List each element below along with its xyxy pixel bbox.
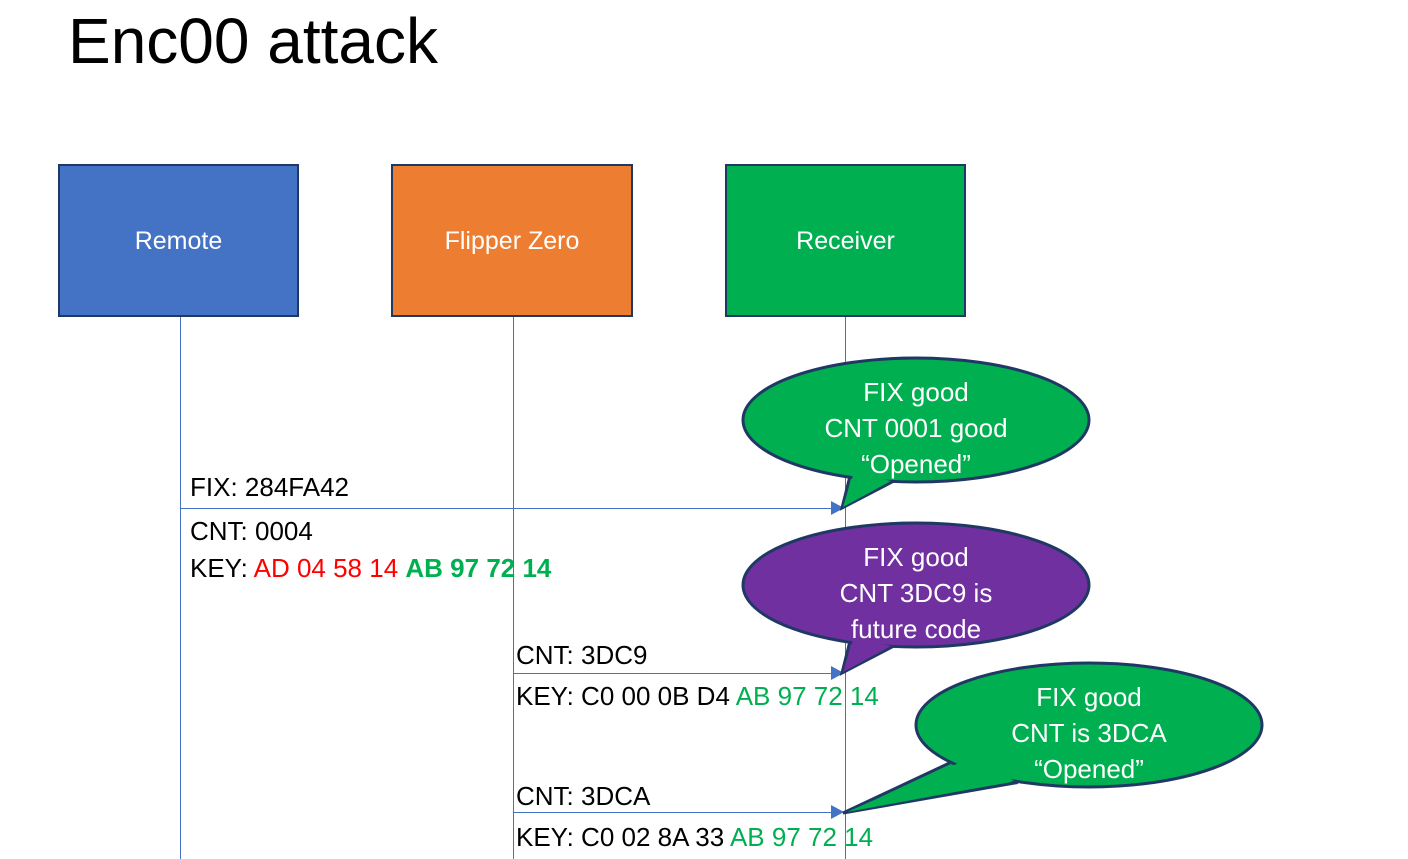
key-prefix-1: KEY: xyxy=(190,553,254,583)
message-label-fix: FIX: 284FA42 xyxy=(190,472,349,502)
message-label-cnt-0004: CNT: 0004 xyxy=(190,516,313,546)
message-label-key-2: KEY: C0 00 0B D4 AB 97 72 14 xyxy=(516,679,879,713)
speech-bubble-fix-good-cnt-0001: FIX good CNT 0001 good “Opened” xyxy=(741,350,1091,511)
actor-label-flipper-zero: Flipper Zero xyxy=(444,226,580,255)
lifeline-flipper-zero xyxy=(513,317,514,859)
message-arrow-line-1 xyxy=(180,508,832,509)
message-label-cnt-3dc9: CNT: 3DC9 xyxy=(516,640,648,670)
speech-bubble-shape-2 xyxy=(741,521,1091,676)
key-prefix-3: KEY: C0 02 8A 33 xyxy=(516,822,730,852)
message-arrow-head-1 xyxy=(831,501,844,515)
key-red-segment-1: AD 04 58 14 xyxy=(253,553,399,583)
actor-label-remote: Remote xyxy=(134,226,223,255)
message-label-cnt-3dca: CNT: 3DCA xyxy=(516,781,651,811)
message-label-key-1: KEY: AD 04 58 14 AB 97 72 14 xyxy=(190,551,551,585)
message-arrow-head-2 xyxy=(831,666,844,680)
key-green-segment-1: AB 97 72 14 xyxy=(405,553,552,583)
actor-box-flipper-zero: Flipper Zero xyxy=(391,164,633,317)
message-arrow-line-3 xyxy=(513,812,832,813)
actor-label-receiver: Receiver xyxy=(796,226,895,255)
speech-bubble-fix-good-cnt-3dca: FIX good CNT is 3DCA “Opened” xyxy=(842,655,1264,815)
key-green-segment-2: AB 97 72 14 xyxy=(735,681,879,711)
message-arrow-head-3 xyxy=(831,805,844,819)
message-label-key-3: KEY: C0 02 8A 33 AB 97 72 14 xyxy=(516,820,873,854)
actor-box-receiver: Receiver xyxy=(725,164,966,317)
speech-bubble-fix-good-cnt-3dc9: FIX good CNT 3DC9 is future code xyxy=(741,515,1091,676)
lifeline-remote xyxy=(180,317,181,859)
key-prefix-2: KEY: C0 00 0B D4 xyxy=(516,681,736,711)
message-arrow-line-2 xyxy=(513,673,832,674)
speech-bubble-shape-3 xyxy=(842,661,1264,815)
speech-bubble-shape-1 xyxy=(741,356,1091,511)
page-title: Enc00 attack xyxy=(68,5,438,77)
key-green-segment-3: AB 97 72 14 xyxy=(729,822,874,852)
actor-box-remote: Remote xyxy=(58,164,299,317)
